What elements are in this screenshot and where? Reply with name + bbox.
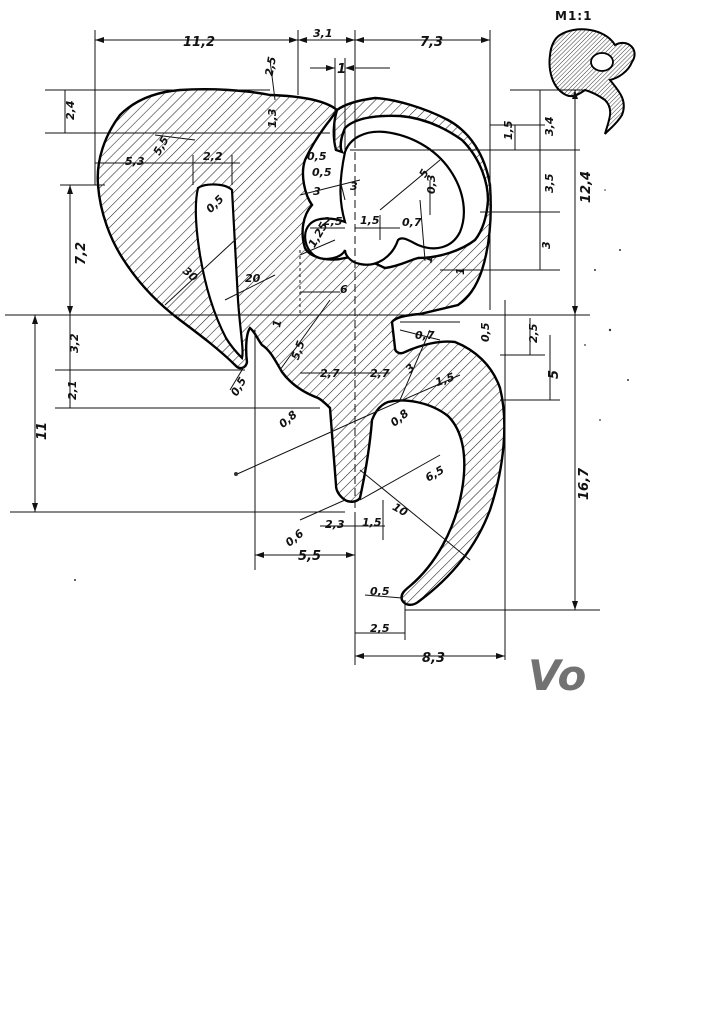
- dim-hole-step: 1,5: [360, 214, 380, 227]
- dim-leg-radius-left: 0,8: [276, 408, 300, 431]
- corner-mark: Vo: [528, 651, 586, 700]
- dim-lower-left: 2,1: [66, 381, 79, 401]
- dim-slot-width: 1: [337, 62, 346, 77]
- dim-hole-bottom: 1: [422, 254, 436, 264]
- dim-foot-step: 1,5: [362, 516, 382, 529]
- dim-top-mid-width: 3,1: [313, 27, 333, 40]
- scan-specks: [74, 189, 629, 581]
- dim-curve-10: 10: [390, 500, 410, 519]
- dim-inner-step: 1,3: [266, 108, 279, 128]
- dim-right-3: 3: [540, 241, 553, 249]
- dim-right-lip-07: 0,7: [415, 329, 435, 342]
- dim-total-height-lower: 16,7: [577, 467, 592, 500]
- dim-tail-radius: 0,5: [370, 585, 390, 598]
- dim-center-radius: 3: [313, 185, 321, 198]
- dim-hole-tiny-v: 0,3: [425, 174, 438, 194]
- dim-center-radius-2: 3: [350, 180, 358, 193]
- dim-right-5: 5: [547, 370, 562, 379]
- dim-right-35: 3,5: [543, 173, 556, 193]
- dim-right-34: 3,4: [543, 117, 556, 137]
- dim-leg-gap-left: 2,7: [320, 367, 340, 380]
- dim-top-right-width: 7,3: [420, 35, 443, 50]
- dim-leg-radius-right: 0,8: [388, 407, 412, 430]
- dim-tail-total: 8,3: [422, 651, 445, 666]
- dim-leg-gap-right: 2,7: [370, 367, 390, 380]
- dimension-lines: [5, 30, 600, 665]
- dim-gap-left: 3,2: [68, 333, 81, 353]
- dim-tail-width: 2,5: [370, 622, 390, 635]
- dim-right-top: 1,5: [502, 120, 515, 140]
- dim-slot-small: 0,5: [307, 150, 327, 163]
- dim-cavity-width: 2,2: [203, 150, 223, 163]
- dim-right-25: 2,5: [527, 323, 540, 343]
- dim-hole-corner: 1: [454, 267, 467, 275]
- dim-hole-tiny: 0,7: [402, 216, 422, 229]
- dim-top-left-width: 11,2: [183, 35, 215, 50]
- dim-slot-small-2: 0,5: [312, 166, 332, 179]
- dim-neck: 1: [270, 319, 284, 329]
- profile-thumbnail: [548, 28, 636, 135]
- dim-lower-height: 11: [35, 422, 50, 440]
- dim-foot-radius: 0,6: [283, 527, 307, 550]
- dim-bottom-width: 5,5: [298, 549, 321, 564]
- scale-label: M1:1: [555, 9, 592, 23]
- dim-mid-radius: 20: [245, 272, 261, 285]
- dim-curve-65: 6,5: [423, 463, 447, 484]
- dim-top-thickness: 2,4: [64, 101, 77, 121]
- dim-foot-width: 2,3: [325, 518, 345, 531]
- dim-lip-radius-top: 2,5: [263, 55, 279, 77]
- arrowheads: [32, 37, 578, 659]
- dim-tip-radius: 0,5: [228, 375, 249, 399]
- profile-section: [96, 88, 506, 606]
- dim-hole-width: 2,5: [323, 215, 343, 228]
- dim-left-height: 7,2: [74, 242, 89, 265]
- dim-right-lip-05: 0,5: [479, 322, 492, 342]
- dim-left-width: 5,3: [125, 155, 145, 168]
- dim-leg-radius-15: 1,5: [434, 370, 457, 389]
- dim-neck-radius: 5,5: [289, 339, 308, 362]
- dim-total-height-upper: 12,4: [579, 171, 594, 203]
- dim-mid-width: 6: [340, 283, 348, 296]
